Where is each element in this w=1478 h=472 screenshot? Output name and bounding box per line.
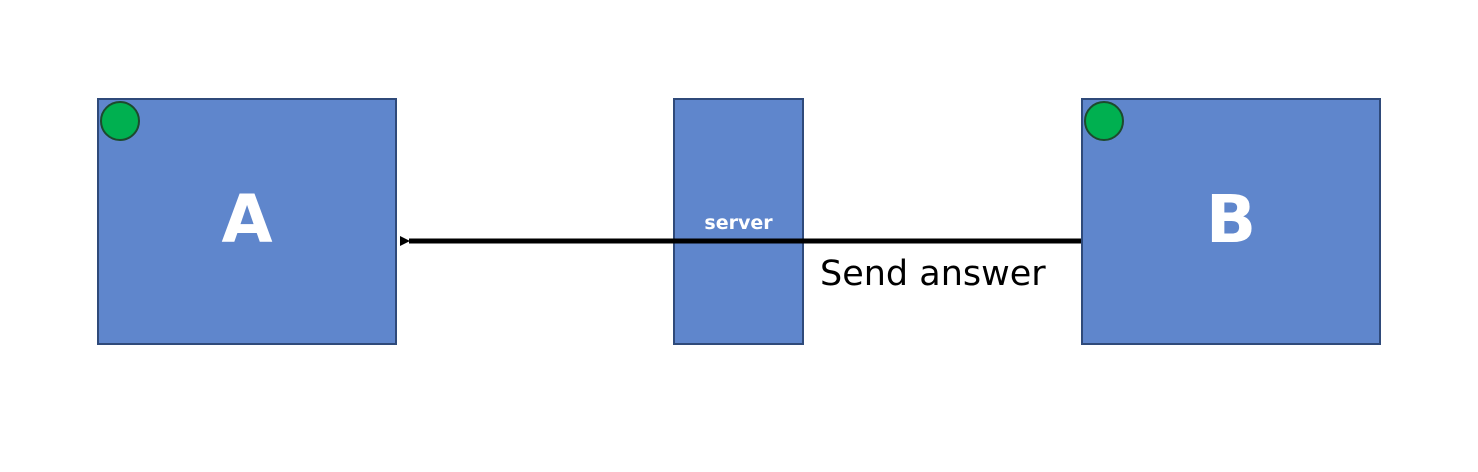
node-server-label: server	[704, 212, 773, 234]
node-b-label: B	[1205, 180, 1257, 258]
green-dot-icon	[100, 101, 140, 141]
node-b[interactable]: B	[1081, 98, 1381, 345]
green-dot-icon	[1084, 101, 1124, 141]
edge-label-send-answer: Send answer	[820, 254, 1046, 294]
node-a-label: A	[221, 180, 273, 258]
node-a[interactable]: A	[97, 98, 397, 345]
node-server[interactable]: server	[673, 98, 804, 345]
